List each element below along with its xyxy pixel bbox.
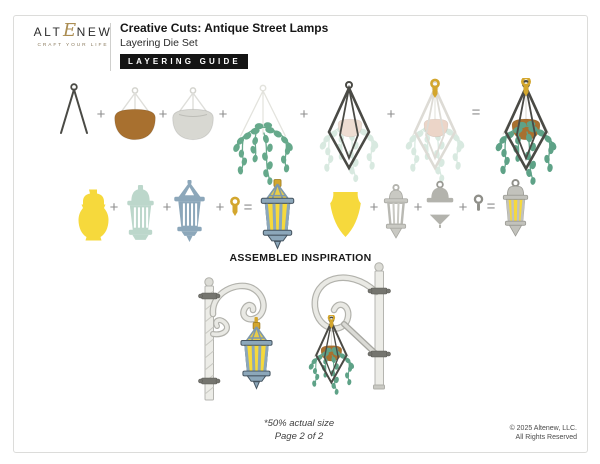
assembled-lantern-blue xyxy=(254,179,301,250)
header-title-block: Creative Cuts: Antique Street Lamps Laye… xyxy=(120,21,328,69)
layering-guide-badge: LAYERING GUIDE xyxy=(120,54,248,69)
gold-ring-overlay-icon xyxy=(403,78,467,183)
copyright-line1: © 2025 Altenew, LLC. xyxy=(509,425,577,432)
plus-operator: + xyxy=(158,106,168,123)
lantern-yellow-silhouette-icon xyxy=(78,189,109,241)
hanger-top-icon xyxy=(60,83,88,134)
plus-operator: + xyxy=(109,199,119,216)
die-piece-trailing-plant xyxy=(229,84,297,189)
die-piece-lantern-glow-a xyxy=(76,188,110,245)
plus-operator: + xyxy=(386,106,396,123)
footer-notes: *50% actual size Page 2 of 2 xyxy=(214,418,384,444)
trailing-plant-icon xyxy=(231,84,295,186)
logo-text-alt: ALT xyxy=(33,25,63,39)
lantern-mint-layer-icon xyxy=(127,185,154,240)
logo-ampersand-icon: E xyxy=(62,20,77,41)
gray-basket-icon xyxy=(172,87,214,141)
lantern-yellow-shield-icon xyxy=(330,192,361,237)
plus-operator: + xyxy=(162,199,172,216)
die-piece-lantern-frame-a xyxy=(169,180,210,246)
die-piece-lantern-glow-b xyxy=(328,190,363,239)
pole-clamps xyxy=(367,287,391,358)
logo-tagline: CRAFT YOUR LIFE xyxy=(37,43,109,48)
macrame-frame-icon xyxy=(317,80,381,183)
die-piece-cap-and-finial xyxy=(423,180,457,232)
die-piece-gold-ring xyxy=(399,78,471,188)
plus-operator: + xyxy=(215,199,225,216)
die-piece-basket-gray xyxy=(171,86,215,145)
scale-note: *50% actual size xyxy=(263,418,335,429)
plus-operator: + xyxy=(299,106,309,123)
plus-operator: + xyxy=(369,199,379,216)
lantern-blue-frame-icon xyxy=(174,180,205,242)
page-title: Creative Cuts: Antique Street Lamps xyxy=(120,21,329,35)
lantern-cap-finial-icon xyxy=(426,180,454,228)
plus-operator: + xyxy=(218,106,228,123)
header-divider xyxy=(110,23,111,71)
page-subtitle: Layering Die Set xyxy=(120,37,198,49)
scroll-bracket-arm xyxy=(311,274,380,357)
equals-operator: = xyxy=(471,104,481,121)
die-piece-lantern-open-frame-b xyxy=(378,184,414,242)
scene-bracket-with-planter xyxy=(286,258,404,422)
gray-ring-hook-icon xyxy=(473,194,484,211)
die-piece-basket-terracotta xyxy=(113,86,157,145)
street-lamp-lantern-scene-icon xyxy=(198,277,274,401)
assembled-lantern-gray-icon xyxy=(502,179,529,237)
plus-operator: + xyxy=(458,199,468,216)
equals-operator: = xyxy=(486,198,496,215)
die-piece-macrame-frame xyxy=(313,80,385,188)
plus-operator: + xyxy=(96,106,106,123)
scene-street-lamp-with-lantern xyxy=(194,272,306,414)
copyright: © 2025 Altenew, LLC. All Rights Reserved xyxy=(510,424,577,443)
hanging-lantern xyxy=(239,322,274,390)
plus-operator: + xyxy=(413,199,423,216)
die-piece-hanger-top xyxy=(56,83,92,135)
logo-text-new: NEW xyxy=(76,25,113,39)
terracotta-basket-icon xyxy=(114,87,156,141)
die-piece-lantern-inner-a xyxy=(121,185,160,246)
assembled-lantern-blue-icon xyxy=(259,179,296,250)
page-number: Page 2 of 2 xyxy=(274,430,324,442)
assembled-hanging-planter-icon xyxy=(485,78,567,192)
bracket-planter-scene-icon xyxy=(286,262,391,422)
pole-clamps xyxy=(198,292,221,385)
bracket-pole xyxy=(373,262,385,390)
assembled-lantern-gray xyxy=(497,179,533,238)
section-title-assembled-inspiration: ASSEMBLED INSPIRATION xyxy=(229,252,372,264)
equals-operator: = xyxy=(243,199,253,216)
lantern-gray-frame-icon xyxy=(383,184,409,239)
copyright-line2: All Rights Reserved xyxy=(515,434,577,442)
assembled-hanging-planter xyxy=(485,78,567,192)
die-piece-ring-hook xyxy=(472,194,485,215)
